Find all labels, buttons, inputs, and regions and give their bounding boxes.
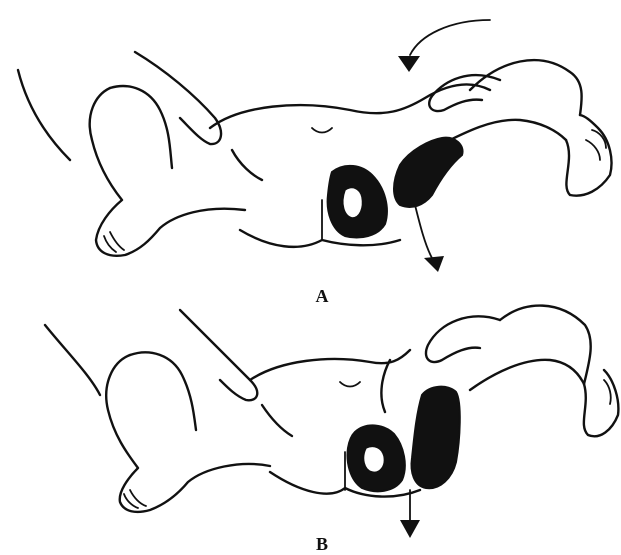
panel-a-femur (394, 138, 463, 207)
panel-b-right-leg (470, 360, 584, 390)
panel-a: A (18, 20, 612, 306)
panel-b-femur (412, 387, 460, 489)
panel-b-label: B (316, 534, 328, 554)
panel-b-left-leg (106, 355, 270, 512)
panel-b: B (45, 306, 618, 554)
panel-a-force-arrow (410, 20, 490, 55)
panel-a-left-examiner-hand (18, 70, 70, 160)
panel-b-right-examiner-hand (426, 316, 500, 362)
panel-b-left-examiner-hand (45, 325, 100, 395)
panel-a-label: A (316, 286, 329, 306)
panel-b-infant-body (250, 350, 410, 380)
panel-a-right-examiner-hand (429, 75, 500, 111)
panel-a-left-leg (90, 88, 245, 256)
panel-a-infant-body (210, 84, 490, 128)
